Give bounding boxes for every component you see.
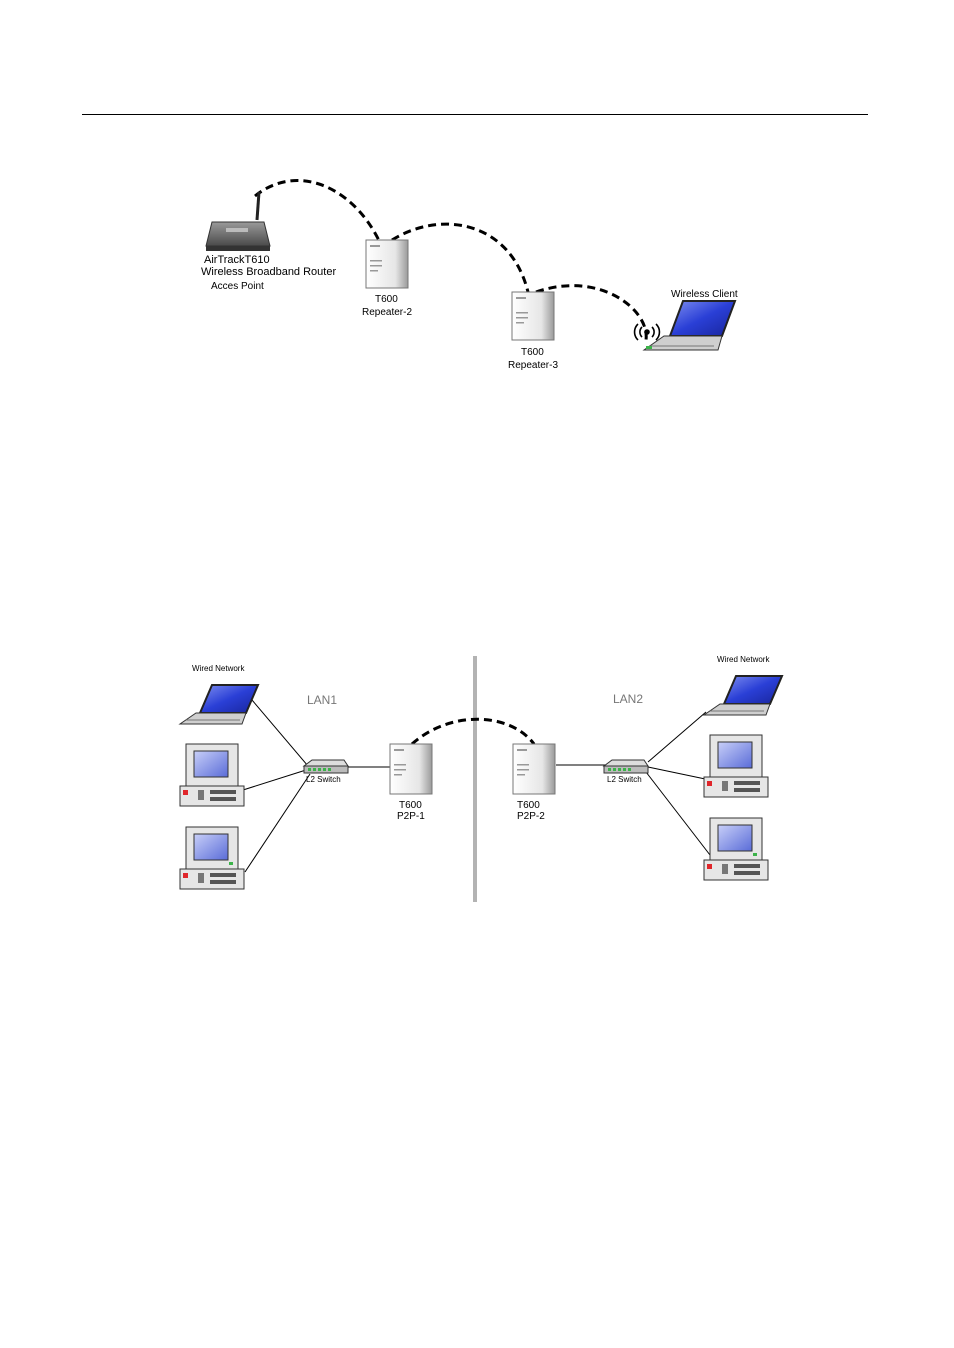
router-role: Acces Point: [211, 281, 264, 292]
lan2-title: LAN2: [613, 692, 643, 706]
lan2-wired-network-label: Wired Network: [717, 655, 770, 664]
wireless-link-router-repeater2: [254, 179, 386, 253]
repeater-3-model: T600: [521, 347, 544, 358]
wifi-signal-icon: [633, 323, 661, 341]
repeater-2-model: T600: [375, 294, 398, 305]
lan2-desktop-1-icon: [703, 734, 769, 798]
lan2-switch-label: L2 Switch: [607, 775, 642, 784]
lan2-cables: [556, 711, 711, 856]
lan2-ap-role: P2P-2: [517, 811, 545, 822]
wireless-client-label: Wireless Client: [671, 289, 738, 300]
repeater-3-role: Repeater-3: [508, 360, 558, 371]
lan2-laptop-icon: [702, 675, 784, 716]
lan1-laptop-icon: [178, 684, 260, 725]
lan2-ap-model: T600: [517, 800, 540, 811]
lan1-desktop-1-icon: [179, 743, 245, 807]
wireless-link-repeater3-client: [535, 284, 648, 341]
lan2-switch-icon: [602, 759, 649, 774]
lan1-switch-icon: [302, 759, 349, 774]
wireless-link-p2p: [411, 717, 536, 746]
lan1-title: LAN1: [307, 693, 337, 707]
router-icon: [205, 191, 271, 251]
wireless-link-repeater2-repeater3: [391, 222, 530, 293]
repeater-2-role: Repeater-2: [362, 307, 412, 318]
router-name: AirTrackT610: [204, 254, 270, 266]
lan1-cables: [242, 699, 390, 873]
lan2-desktop-2-icon: [703, 817, 769, 881]
header-rule: [82, 114, 868, 115]
lan1-ap-model: T600: [399, 800, 422, 811]
lan1-ap-role: P2P-1: [397, 811, 425, 822]
wireless-links-top: [254, 179, 648, 341]
repeater-2-icon: [365, 239, 409, 289]
repeater-3-icon: [511, 291, 555, 341]
lan1-switch-label: L2 Switch: [306, 775, 341, 784]
lan1-wired-network-label: Wired Network: [192, 664, 245, 673]
router-subtitle: Wireless Broadband Router: [201, 266, 336, 278]
lan1-desktop-2-icon: [179, 826, 245, 890]
lan1-ap-icon: [389, 743, 433, 795]
lan2-ap-icon: [512, 743, 556, 795]
wireless-client-laptop-icon: [642, 300, 737, 351]
